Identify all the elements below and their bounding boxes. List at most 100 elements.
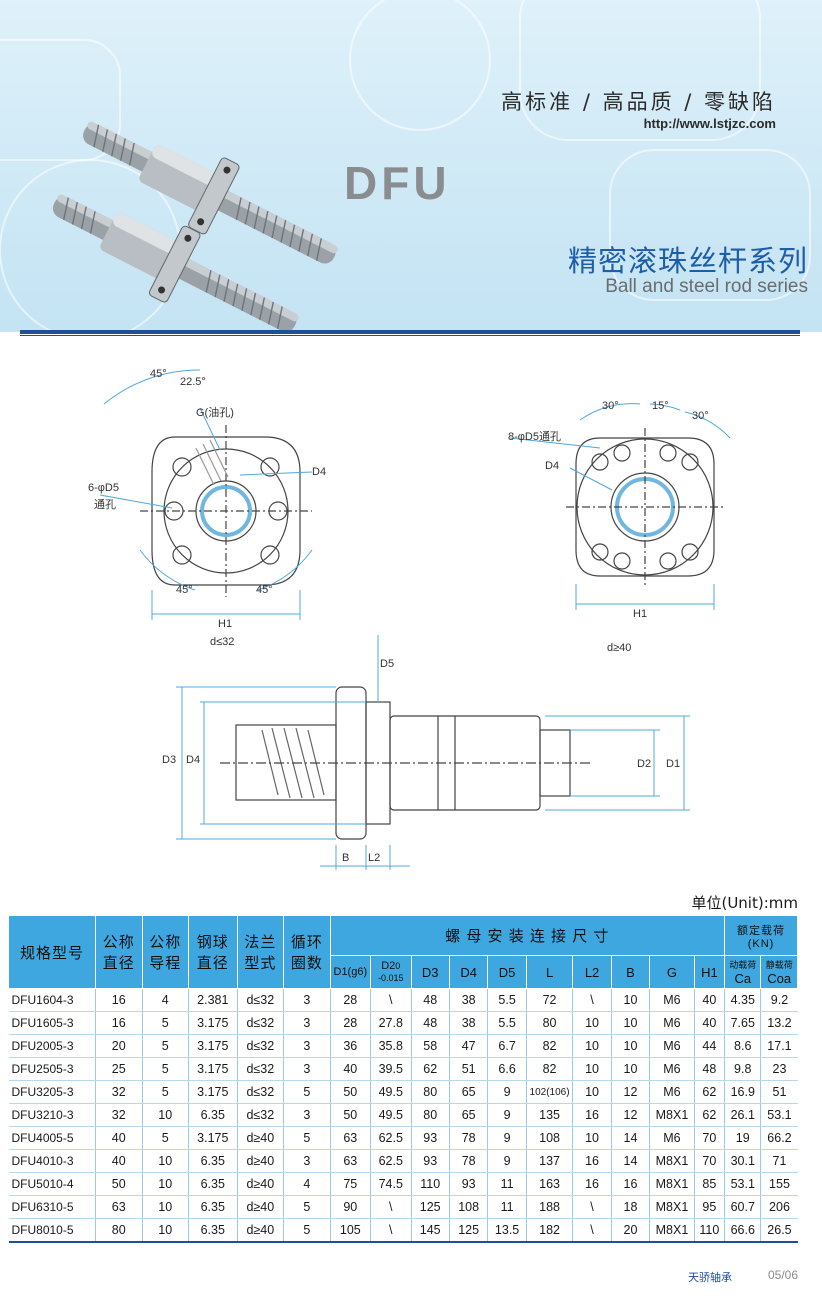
table-cell: M8X1: [649, 1195, 695, 1219]
h1-label-left: H1: [218, 618, 233, 630]
table-cell: 3: [283, 1057, 331, 1081]
table-cell: 6.35: [188, 1149, 238, 1173]
col-nominal-dia-l2: 直径: [102, 955, 135, 972]
col-flange-l1: 法兰: [244, 934, 277, 951]
table-cell: 11: [487, 1172, 527, 1196]
table-cell: 40: [95, 1126, 143, 1150]
banner-decoration: [0, 0, 811, 332]
table-cell: 10: [572, 1011, 612, 1035]
table-cell: 10: [142, 1195, 190, 1219]
col-d2-tolerance: 0 -0.015: [378, 961, 404, 983]
col-l: L: [525, 955, 574, 989]
col-nominal-lead-l2: 导程: [149, 955, 182, 972]
table-cell: 74.5: [370, 1172, 412, 1196]
table-cell: 3: [283, 1149, 331, 1173]
table-cell: 10: [611, 1057, 651, 1081]
table-cell: 5: [142, 1126, 190, 1150]
table-cell: 7.65: [724, 1011, 762, 1035]
table-cell: 5.5: [487, 1011, 527, 1035]
table-cell: 20: [95, 1034, 143, 1058]
col-ball-dia-l1: 钢球: [196, 934, 229, 951]
banner-rule-thin: [20, 335, 800, 336]
col-d3: D3: [410, 955, 450, 989]
table-cell: d≥40: [237, 1195, 285, 1219]
table-cell: 4: [283, 1172, 331, 1196]
table-cell: 163: [526, 1172, 574, 1196]
table-cell: d≥40: [237, 1218, 285, 1243]
col-ball-dia: 钢球 直径: [188, 915, 238, 989]
table-cell: 70: [694, 1126, 726, 1150]
table-cell: 10: [142, 1103, 190, 1127]
table-cell: 5: [283, 1080, 331, 1104]
table-cell: 16.9: [724, 1080, 762, 1104]
table-cell: 3: [283, 1011, 331, 1035]
table-cell: DFU5010-4: [8, 1172, 96, 1196]
table-cell: 3.175: [188, 1011, 238, 1035]
table-cell: 62.5: [370, 1126, 412, 1150]
table-cell: 188: [526, 1195, 574, 1219]
table-cell: d≥40: [237, 1126, 285, 1150]
table-cell: 53.1: [724, 1172, 762, 1196]
table-cell: 8.6: [724, 1034, 762, 1058]
table-cell: 63: [330, 1126, 372, 1150]
table-cell: 20: [611, 1218, 651, 1243]
through-hole-label: 通孔: [94, 499, 116, 511]
table-cell: DFU4010-3: [8, 1149, 96, 1173]
l2-label: L2: [368, 852, 381, 864]
col-d4: D4: [448, 955, 489, 989]
table-cell: M8X1: [649, 1172, 695, 1196]
table-cell: \: [370, 988, 412, 1012]
col-b: B: [610, 955, 651, 989]
table-cell: 16: [95, 988, 143, 1012]
col-coa: 静载荷 Coa: [760, 955, 798, 989]
table-cell: 40: [694, 988, 726, 1012]
table-cell: 32: [95, 1080, 143, 1104]
table-cell: 80: [95, 1218, 143, 1243]
slogan: 高标准 / 高品质 / 零缺陷: [501, 90, 776, 114]
table-cell: 4: [142, 988, 190, 1012]
table-cell: 3.175: [188, 1034, 238, 1058]
nut-side-view: [220, 686, 590, 840]
footer-brand: 天骄轴承: [688, 1271, 732, 1284]
table-cell: 6.35: [188, 1195, 238, 1219]
table-cell: 10: [611, 1034, 651, 1058]
table-cell: 16: [572, 1149, 612, 1173]
table-cell: 125: [411, 1195, 450, 1219]
table-cell: 3.175: [188, 1126, 238, 1150]
table-cell: 9: [487, 1149, 527, 1173]
table-cell: 4.35: [724, 988, 762, 1012]
table-cell: 102(106): [526, 1080, 574, 1104]
table-cell: 3.175: [188, 1057, 238, 1081]
table-cell: 48: [411, 1011, 450, 1035]
table-cell: 5: [283, 1218, 331, 1243]
col-nominal-dia: 公称 直径: [94, 915, 143, 989]
table-cell: 10: [572, 1080, 612, 1104]
table-cell: 65: [449, 1103, 489, 1127]
d5-label-side: D5: [380, 658, 395, 670]
table-cell: 27.8: [370, 1011, 412, 1035]
col-d2-label: D2: [381, 960, 396, 972]
col-coa-cn: 静载荷: [765, 960, 793, 970]
table-cell: 39.5: [370, 1057, 412, 1081]
table-cell: 95: [694, 1195, 726, 1219]
table-cell: 5: [142, 1034, 190, 1058]
col-ball-dia-l2: 直径: [196, 955, 229, 972]
angle-45-bottom-left: 45°: [176, 584, 193, 596]
table-cell: 58: [411, 1034, 450, 1058]
table-cell: 93: [449, 1172, 489, 1196]
table-cell: 51: [449, 1057, 489, 1081]
table-cell: 137: [526, 1149, 574, 1173]
table-cell: 63: [95, 1195, 143, 1219]
table-cell: 10: [611, 1011, 651, 1035]
table-cell: 5: [142, 1011, 190, 1035]
table-cell: DFU4005-5: [8, 1126, 96, 1150]
table-cell: 80: [411, 1103, 450, 1127]
table-cell: \: [572, 988, 612, 1012]
table-cell: 93: [411, 1149, 450, 1173]
website-url[interactable]: http://www.lstjzc.com: [643, 116, 776, 131]
caption-right: d≥40: [607, 642, 632, 654]
